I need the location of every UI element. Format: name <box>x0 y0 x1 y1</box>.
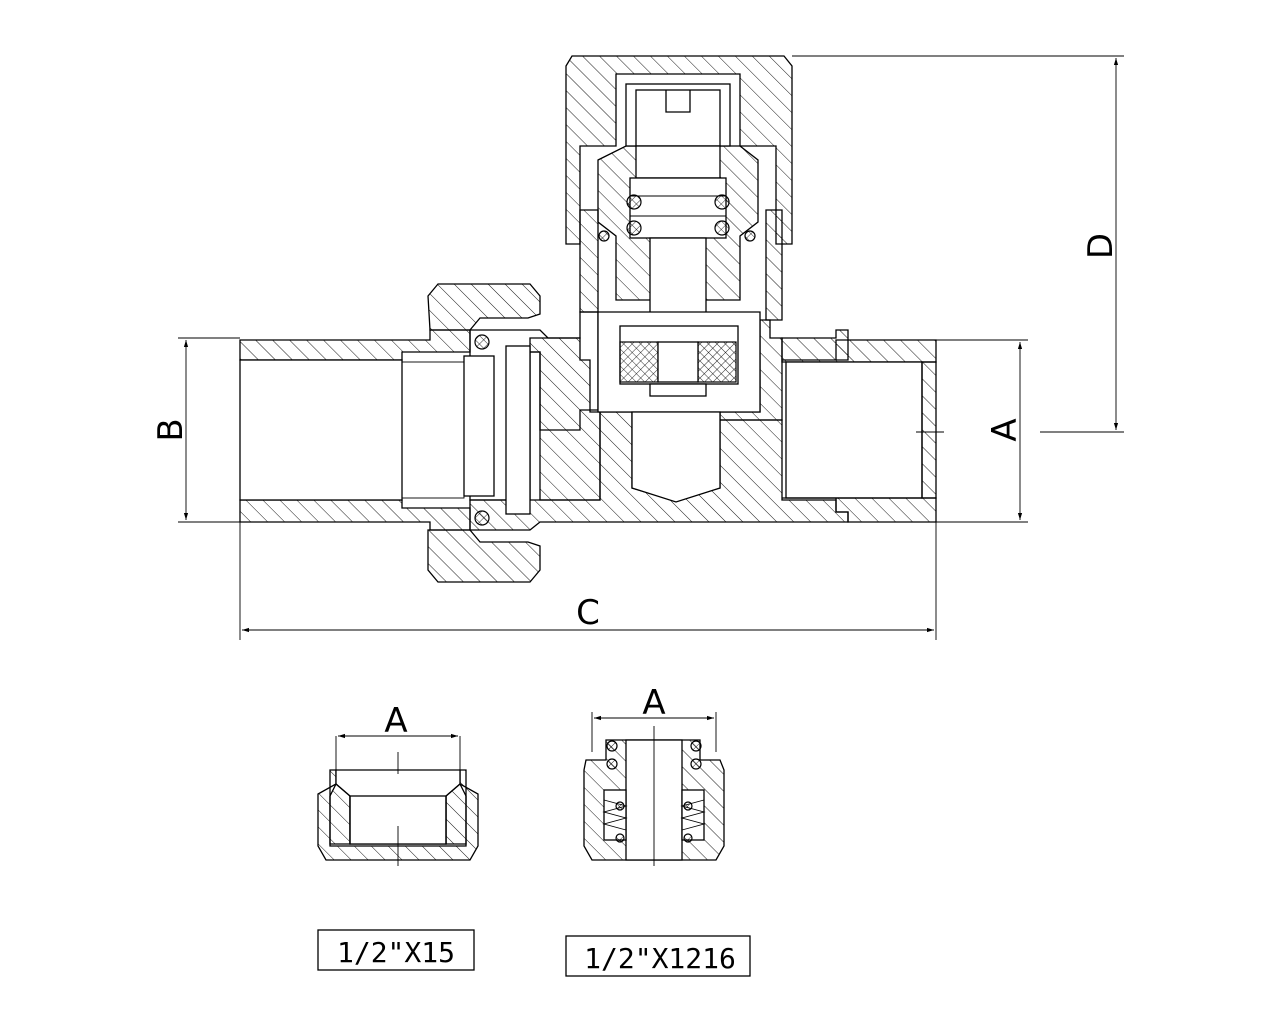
fitting-1-label: 1/2"X15 <box>337 936 455 969</box>
fitting-2-dimension-label: A <box>642 683 665 723</box>
fitting-2-label-box <box>565 935 751 977</box>
dimension-a <box>936 339 1028 523</box>
fitting-2-drawing <box>583 712 725 866</box>
dimension-c <box>239 522 937 640</box>
dimension-d-label: D <box>1081 233 1121 259</box>
fitting-1-drawing <box>317 733 479 866</box>
fitting-1-label-box <box>317 929 475 971</box>
fitting-2-label: 1/2"X1216 <box>584 942 736 975</box>
dimension-d <box>792 55 1124 433</box>
dimension-b-label: B <box>151 418 191 441</box>
valve-body <box>239 55 944 583</box>
fitting-1-dimension-label: A <box>384 701 407 741</box>
dimension-c-label: C <box>576 593 600 633</box>
dimension-a-label: A <box>985 418 1025 441</box>
dimension-b <box>178 337 240 523</box>
